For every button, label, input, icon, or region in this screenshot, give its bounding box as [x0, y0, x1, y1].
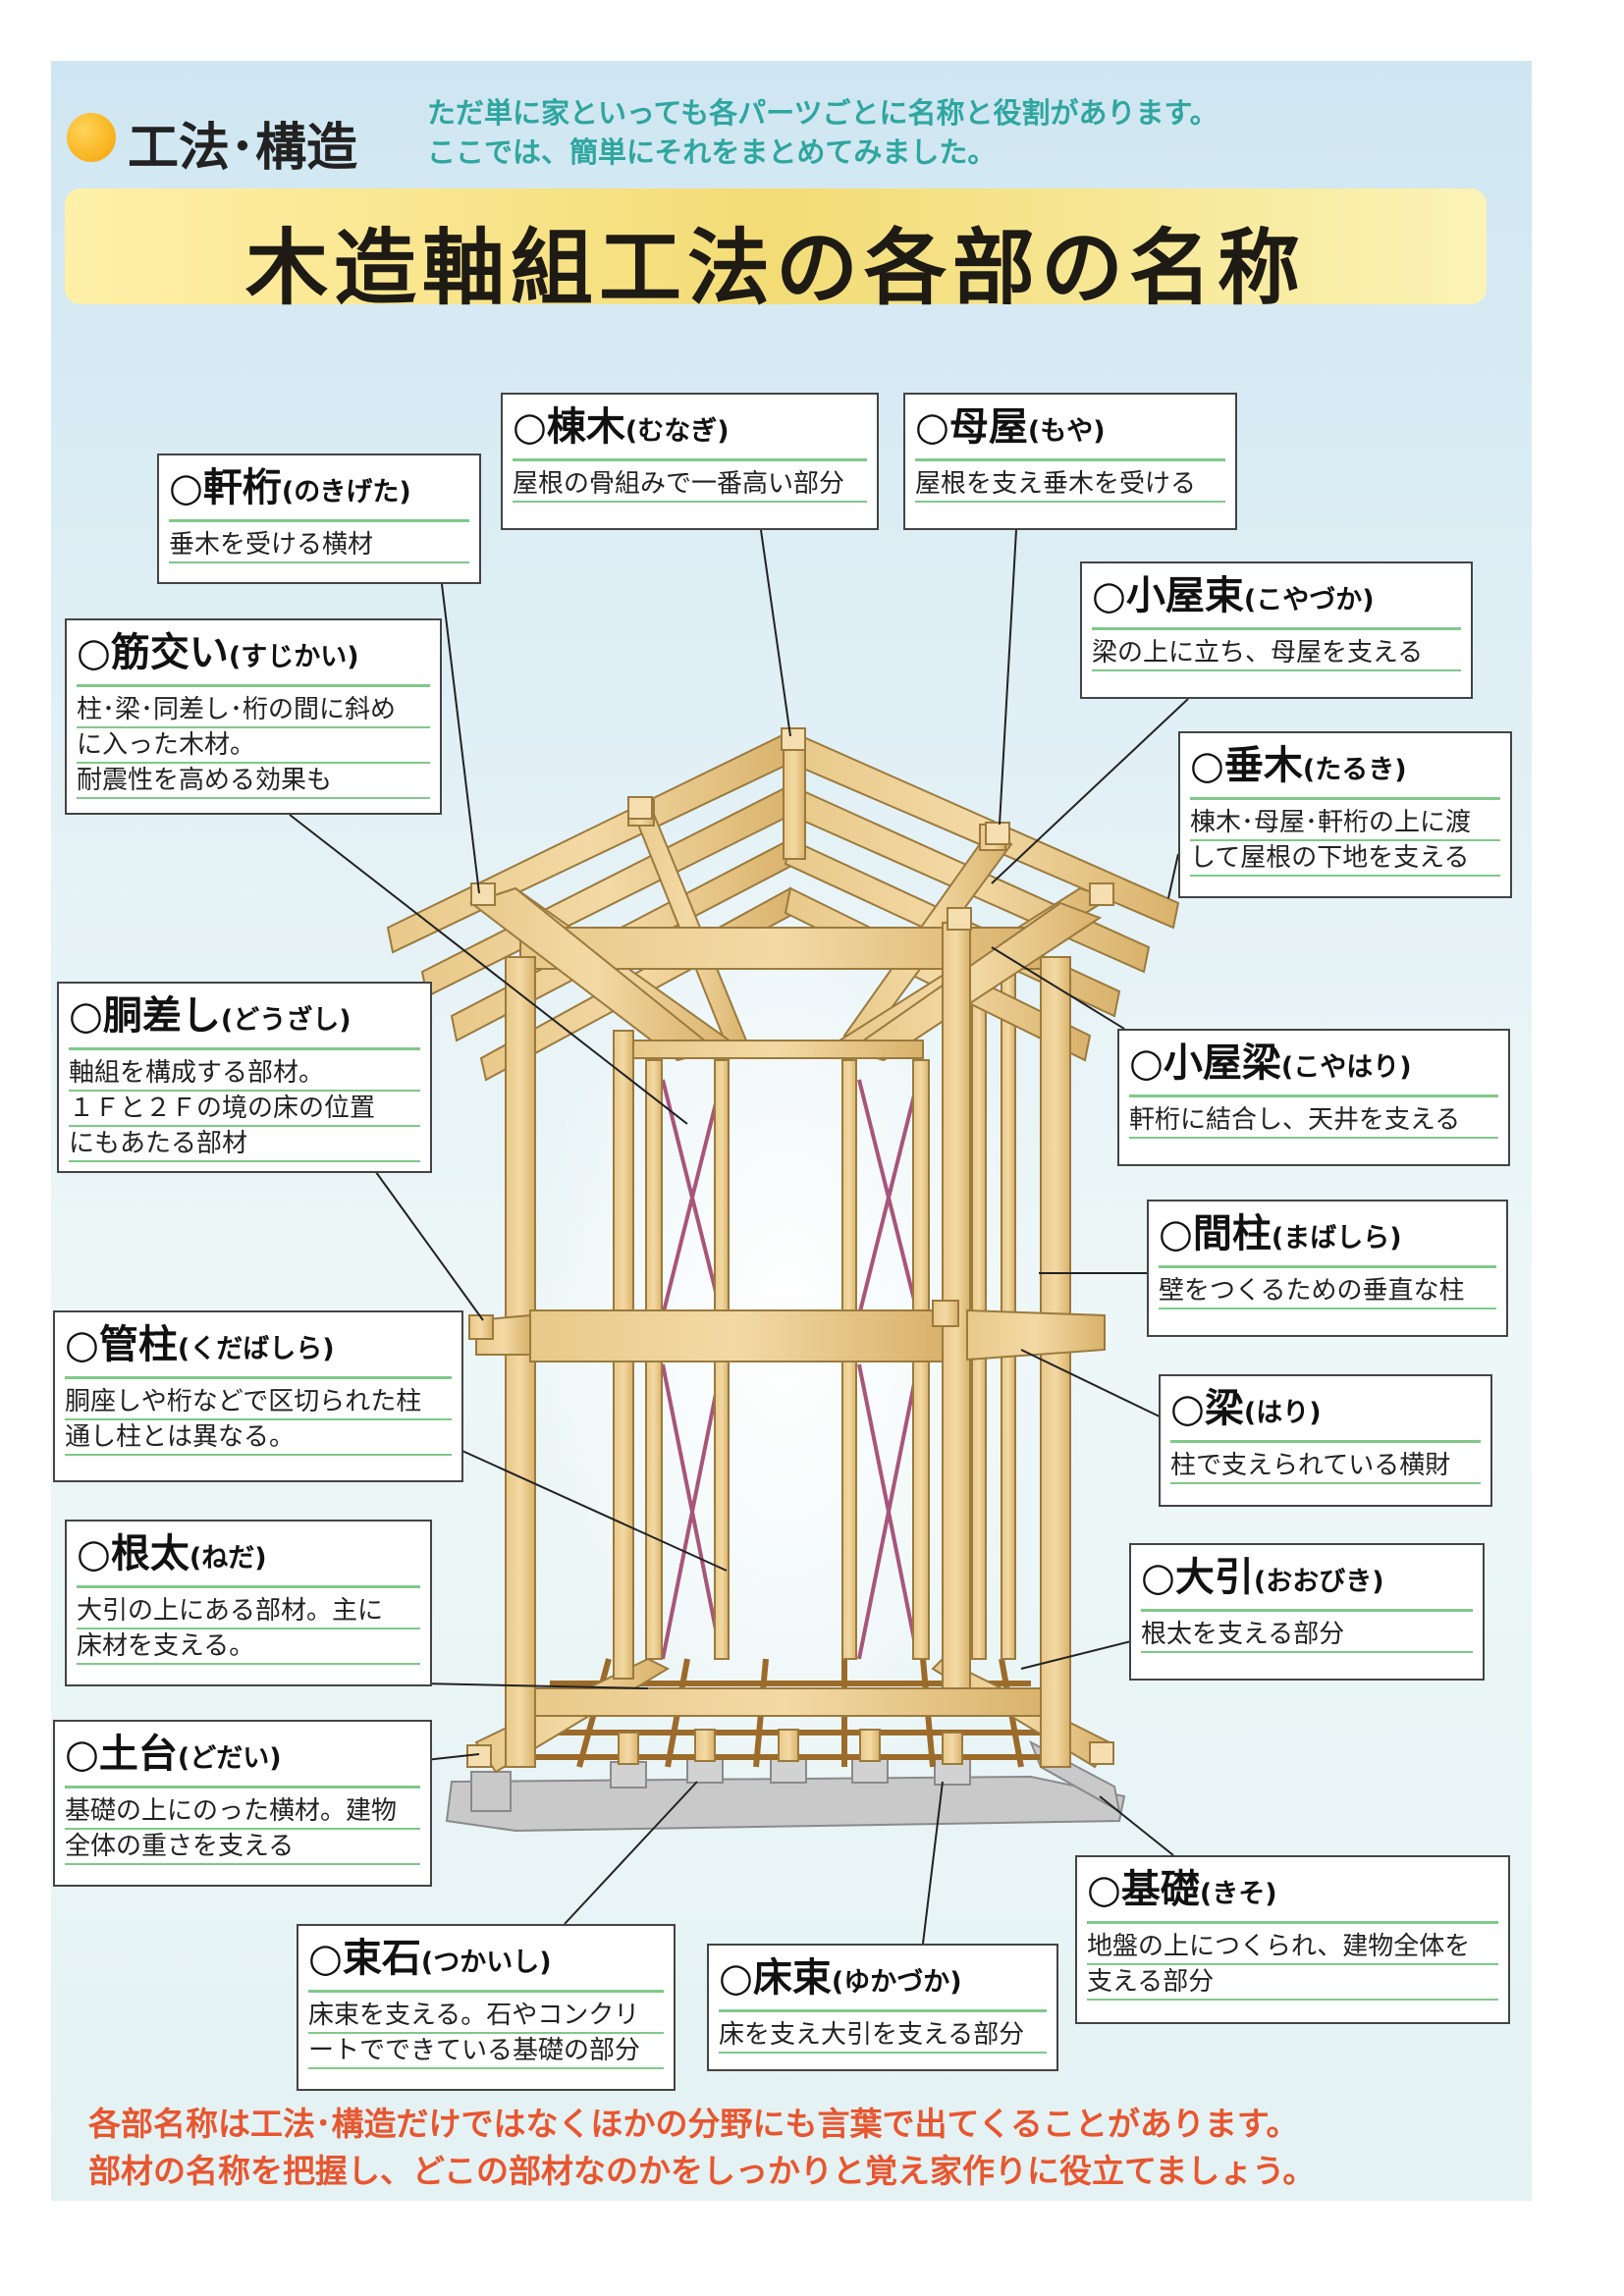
- part-reading: (のきげた): [281, 477, 411, 507]
- part-description: 柱･梁･同差し･桁の間に斜め: [77, 693, 430, 728]
- part-reading: (おおびき): [1253, 1567, 1384, 1597]
- second-floor-beams: [468, 1300, 1106, 1362]
- category-label: 工法･構造: [128, 118, 358, 178]
- part-name: ○根太: [77, 1531, 189, 1576]
- part-name: ○管柱: [65, 1322, 178, 1367]
- title-banner: 木造軸組工法の各部の名称: [65, 188, 1487, 316]
- part-description: 屋根を支え垂木を受ける: [915, 467, 1225, 503]
- part-name: ○筋交い: [77, 630, 229, 675]
- part-name: ○束石: [308, 1936, 421, 1981]
- leader-lines: [289, 529, 1189, 1945]
- part-reading: (どうざし): [220, 1005, 352, 1036]
- part-reading: (まばしら): [1271, 1223, 1402, 1254]
- part-reading: (むなぎ): [624, 416, 730, 447]
- part-name: ○基礎: [1087, 1867, 1200, 1912]
- part-description: 基礎の上にのった横材。建物: [65, 1794, 420, 1830]
- part-reading: (すじかい): [228, 642, 359, 672]
- intro-text: ただ単に家といっても各パーツごとに名称と役割があります。 ここでは、簡単にそれを…: [427, 93, 1218, 172]
- label-moya: ○母屋(もや) 屋根を支え垂木を受ける: [903, 393, 1237, 530]
- part-description: 軒桁に結合し、天井を支える: [1129, 1103, 1498, 1139]
- label-munagi: ○棟木(むなぎ) 屋根の骨組みで一番高い部分: [501, 393, 879, 530]
- label-nokigeta: ○軒桁(のきげた) 垂木を受ける横材: [157, 454, 481, 584]
- label-yukazuka: ○床束(ゆかづか) 床を支え大引を支える部分: [707, 1944, 1058, 2071]
- orange-bullet-icon: [67, 113, 116, 162]
- part-reading: (もや): [1027, 416, 1106, 447]
- part-reading: (つかいし): [420, 1948, 552, 1978]
- part-name: ○軒桁: [169, 465, 282, 510]
- label-sujikai: ○筋交い(すじかい) 柱･梁･同差し･桁の間に斜め に入った木材。 耐震性を高め…: [65, 618, 442, 815]
- part-description: 根太を支える部分: [1141, 1618, 1473, 1653]
- part-description: ートでできている基礎の部分: [308, 2034, 664, 2069]
- label-kiso: ○基礎(きそ) 地盤の上につくられ、建物全体を 支える部分: [1075, 1855, 1510, 2024]
- part-name: ○間柱: [1159, 1211, 1272, 1256]
- part-name: ○胴差し: [69, 993, 221, 1039]
- part-reading: (こやづか): [1243, 585, 1375, 615]
- label-hari: ○梁(はり) 柱で支えられている横財: [1159, 1374, 1492, 1507]
- part-name: ○土台: [65, 1732, 178, 1777]
- part-name: ○小屋梁: [1129, 1041, 1281, 1086]
- floor-posts: [618, 1729, 963, 1765]
- label-dodai: ○土台(どだい) 基礎の上にのった横材。建物 全体の重さを支える: [53, 1720, 432, 1887]
- part-description: 床材を支える。: [77, 1629, 420, 1665]
- part-name: ○棟木: [513, 404, 625, 450]
- label-mabashira: ○間柱(まばしら) 壁をつくるための垂直な柱: [1147, 1200, 1508, 1337]
- part-description: に入った木材。: [77, 728, 430, 764]
- part-name: ○小屋束: [1092, 573, 1244, 618]
- label-neda: ○根太(ねだ) 大引の上にある部材。主に 床材を支える。: [65, 1520, 432, 1686]
- intro-line: ここでは、簡単にそれをまとめてみました。: [427, 135, 997, 169]
- part-reading: (こやはり): [1280, 1052, 1412, 1083]
- part-description: 棟木･母屋･軒桁の上に渡: [1190, 806, 1500, 841]
- part-description: 梁の上に立ち、母屋を支える: [1092, 636, 1461, 671]
- part-description: 壁をつくるための垂直な柱: [1159, 1274, 1496, 1309]
- roof-beams: [468, 886, 1103, 1062]
- part-reading: (きそ): [1199, 1879, 1277, 1909]
- part-name: ○床束: [719, 1955, 832, 2001]
- part-name: ○垂木: [1190, 743, 1303, 788]
- part-description: 垂木を受ける横材: [169, 528, 469, 563]
- bracing: [661, 1079, 920, 1660]
- part-description: 支える部分: [1087, 1965, 1498, 2001]
- footer-line: 部材の名称を把握し、どこの部材なのかをしっかりと覚え家作りに役立てましょう。: [88, 2152, 1316, 2190]
- part-description: 通し柱とは異なる。: [65, 1420, 452, 1456]
- part-description: して屋根の下地を支える: [1190, 841, 1500, 877]
- part-description: 耐震性を高める効果も: [77, 764, 430, 799]
- part-description: 床を支え大引を支える部分: [719, 2018, 1047, 2054]
- part-description: 地盤の上につくられ、建物全体を: [1087, 1930, 1498, 1965]
- part-description: 大引の上にある部材。主に: [77, 1594, 420, 1629]
- label-kudabashira: ○管柱(くだばしら) 胴座しや桁などで区切られた柱 通し柱とは異なる。: [53, 1310, 463, 1482]
- part-name: ○大引: [1141, 1555, 1254, 1600]
- label-koyazuka: ○小屋束(こやづか) 梁の上に立ち、母屋を支える: [1080, 561, 1473, 699]
- part-name: ○梁: [1170, 1386, 1244, 1431]
- part-reading: (どだい): [177, 1743, 282, 1774]
- part-reading: (ゆかづか): [831, 1967, 962, 1998]
- footer-note: 各部名称は工法･構造だけではなくほかの分野にも言葉で出てくることがあります。 部…: [88, 2101, 1315, 2195]
- part-reading: (くだばしら): [177, 1334, 335, 1364]
- part-description: 胴座しや桁などで区切られた柱: [65, 1385, 452, 1420]
- part-description: 屋根の骨組みで一番高い部分: [513, 467, 867, 503]
- label-tsukaishi: ○束石(つかいし) 床束を支える。石やコンクリ ートでできている基礎の部分: [297, 1924, 676, 2091]
- part-name: ○母屋: [915, 404, 1028, 450]
- part-description: 全体の重さを支える: [65, 1830, 420, 1865]
- part-description: 軸組を構成する部材。: [69, 1056, 420, 1092]
- part-description: 床束を支える。石やコンクリ: [308, 1999, 664, 2034]
- post-ends: [466, 727, 1114, 1768]
- footer-line: 各部名称は工法･構造だけではなくほかの分野にも言葉で出てくることがあります。: [88, 2105, 1299, 2143]
- part-reading: (たるき): [1302, 755, 1407, 785]
- part-reading: (ねだ): [189, 1543, 267, 1574]
- label-dousashi: ○胴差し(どうざし) 軸組を構成する部材。 １Ｆと２Ｆの境の床の位置 にもあたる…: [57, 982, 432, 1173]
- part-description: にもあたる部材: [69, 1127, 420, 1162]
- label-koyabari: ○小屋梁(こやはり) 軒桁に結合し、天井を支える: [1117, 1029, 1510, 1166]
- part-description: 柱で支えられている横財: [1170, 1449, 1481, 1484]
- page-title: 木造軸組工法の各部の名称: [244, 219, 1306, 316]
- label-oobiki: ○大引(おおびき) 根太を支える部分: [1129, 1543, 1485, 1681]
- label-taruki: ○垂木(たるき) 棟木･母屋･軒桁の上に渡 して屋根の下地を支える: [1178, 731, 1512, 898]
- part-description: １Ｆと２Ｆの境の床の位置: [69, 1092, 420, 1127]
- intro-line: ただ単に家といっても各パーツごとに名称と役割があります。: [427, 96, 1218, 130]
- part-reading: (はり): [1243, 1398, 1322, 1428]
